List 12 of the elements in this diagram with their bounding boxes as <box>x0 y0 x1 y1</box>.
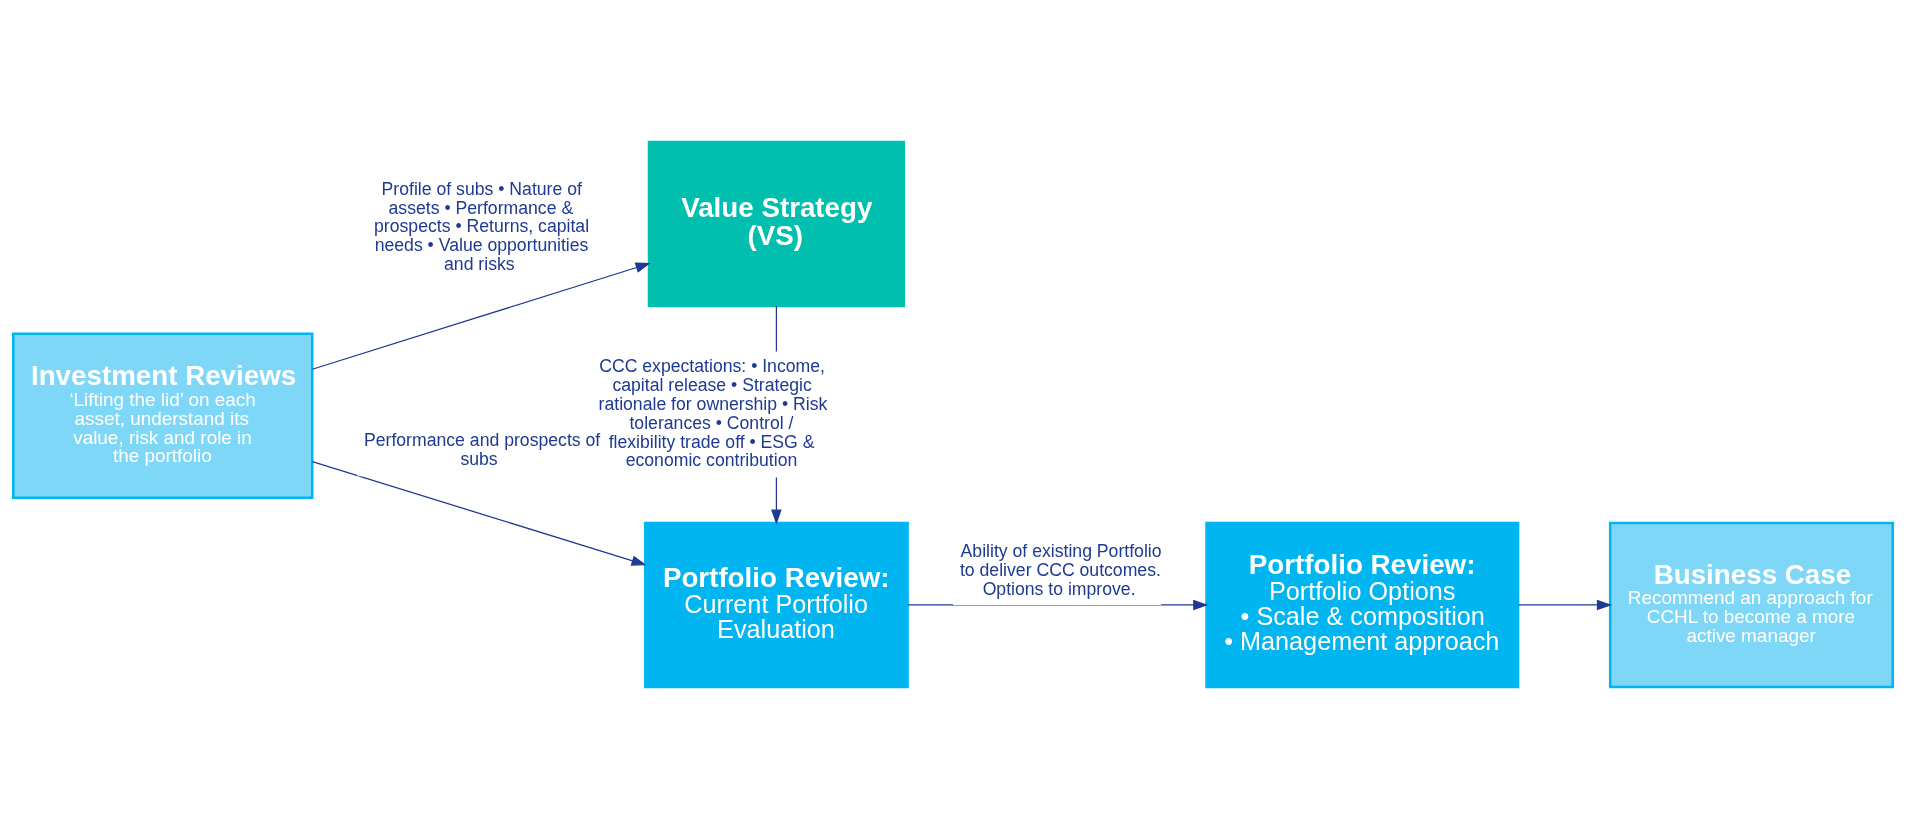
node-box: Investment Reviews ‘Lifting the lid’ on each asset, understand its value, risk and role in the portfolio <box>12 332 314 499</box>
edge-label: Profile of subs • Nature of assets • Performance & prospects • Returns, capital needs • Value opportunities and risks <box>374 178 590 274</box>
arrow <box>1517 599 1613 610</box>
node-box: Value Strategy (VS) <box>647 140 906 307</box>
node-box: Portfolio Review: Portfolio Options • Scale & composition • Management approach <box>1205 521 1520 688</box>
arrow <box>311 460 647 566</box>
node-box: Business Case Recommend an approach for CCHL to become a more active manager <box>1608 521 1894 688</box>
arrow <box>907 599 1209 610</box>
node-box: Portfolio Review: Current Portfolio Evaluation <box>643 521 909 688</box>
edge-label: Ability of existing Portfolio to deliver CCC outcomes. Options to improve. <box>959 540 1162 598</box>
arrow <box>311 262 651 370</box>
edge-label: Performance and prospects of subs <box>363 429 601 469</box>
